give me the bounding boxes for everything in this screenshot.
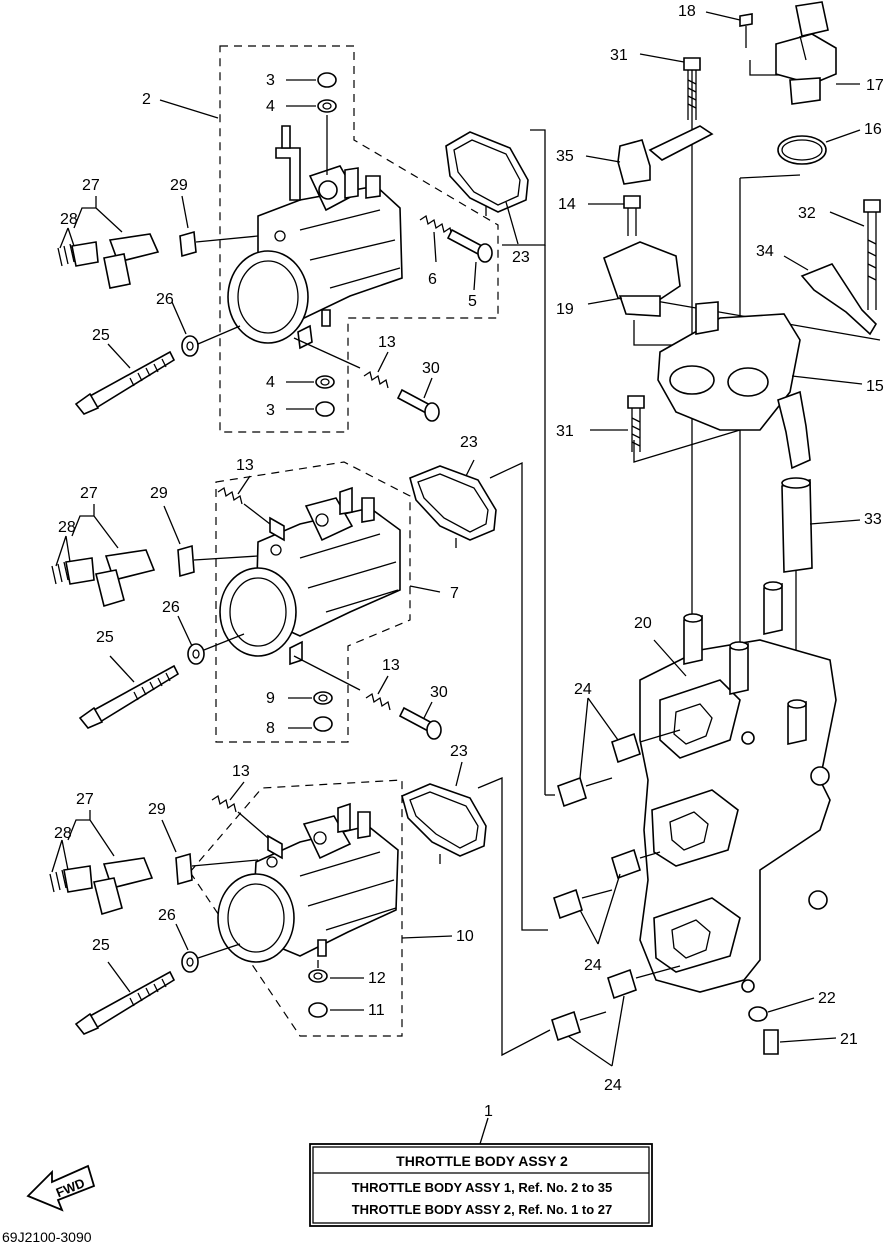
callout-28: 28 — [58, 519, 76, 536]
assembly-outlines — [189, 45, 499, 1037]
callout-26: 26 — [156, 291, 174, 308]
callout-35: 35 — [556, 148, 574, 165]
callout-numbers: 2 3 4 27 28 29 6 5 23 26 25 13 30 4 3 13… — [54, 3, 884, 1120]
callout-9: 9 — [266, 690, 275, 707]
callout-5: 5 — [468, 293, 477, 310]
legend-line-2: THROTTLE BODY ASSY 2, Ref. No. 1 to 27 — [352, 1202, 613, 1217]
callout-22: 22 — [818, 990, 836, 1007]
callout-33: 33 — [864, 511, 882, 528]
callout-26: 26 — [162, 599, 180, 616]
callout-16: 16 — [864, 121, 882, 138]
legend-line-1: THROTTLE BODY ASSY 1, Ref. No. 2 to 35 — [352, 1180, 613, 1195]
callout-13: 13 — [378, 334, 396, 351]
callout-3: 3 — [266, 402, 275, 419]
callout-27: 27 — [76, 791, 94, 808]
callout-26: 26 — [158, 907, 176, 924]
callout-23: 23 — [512, 249, 530, 266]
callout-3: 3 — [266, 72, 275, 89]
callout-27: 27 — [80, 485, 98, 502]
callout-4: 4 — [266, 374, 275, 391]
bottom-throttle-body — [49, 783, 487, 1035]
callout-11: 11 — [368, 1002, 385, 1019]
callout-14: 14 — [558, 196, 576, 213]
callout-34: 34 — [756, 243, 774, 260]
callout-2: 2 — [142, 91, 151, 108]
middle-throttle-body — [51, 465, 497, 740]
callout-19: 19 — [556, 301, 574, 318]
callout-13: 13 — [236, 457, 254, 474]
callout-10: 10 — [456, 928, 474, 945]
callout-4: 4 — [266, 98, 275, 115]
callout-31: 31 — [610, 47, 628, 64]
callout-30: 30 — [422, 360, 440, 377]
legend-box: THROTTLE BODY ASSY 2 THROTTLE BODY ASSY … — [309, 1143, 653, 1227]
callout-24: 24 — [584, 957, 602, 974]
callout-23: 23 — [450, 743, 468, 760]
callout-12: 12 — [368, 970, 386, 987]
callout-13: 13 — [232, 763, 250, 780]
callout-32: 32 — [798, 205, 816, 222]
callout-25: 25 — [92, 937, 110, 954]
right-side-parts — [551, 1, 881, 1055]
callout-28: 28 — [54, 825, 72, 842]
callout-27: 27 — [82, 177, 100, 194]
callout-24: 24 — [574, 681, 592, 698]
callout-23: 23 — [460, 434, 478, 451]
top-throttle-body — [57, 72, 529, 422]
callout-31: 31 — [556, 423, 574, 440]
callout-13: 13 — [382, 657, 400, 674]
callout-20: 20 — [634, 615, 652, 632]
fwd-arrow-icon: FWD — [26, 1164, 96, 1212]
callout-6: 6 — [428, 271, 437, 288]
callout-29: 29 — [170, 177, 188, 194]
callout-28: 28 — [60, 211, 78, 228]
callout-30: 30 — [430, 684, 448, 701]
callout-15: 15 — [866, 378, 884, 395]
callout-24: 24 — [604, 1077, 622, 1094]
callout-25: 25 — [96, 629, 114, 646]
callout-17: 17 — [866, 77, 884, 94]
callout-7: 7 — [450, 585, 459, 602]
legend-title: THROTTLE BODY ASSY 2 — [396, 1153, 568, 1169]
callout-1: 1 — [484, 1103, 493, 1120]
diagram-code: 69J2100-3090 — [2, 1229, 92, 1244]
callout-8: 8 — [266, 720, 275, 737]
callout-leaders — [51, 11, 865, 1145]
callout-18: 18 — [678, 3, 696, 20]
callout-21: 21 — [840, 1031, 858, 1048]
callout-29: 29 — [148, 801, 166, 818]
callout-25: 25 — [92, 327, 110, 344]
callout-29: 29 — [150, 485, 168, 502]
